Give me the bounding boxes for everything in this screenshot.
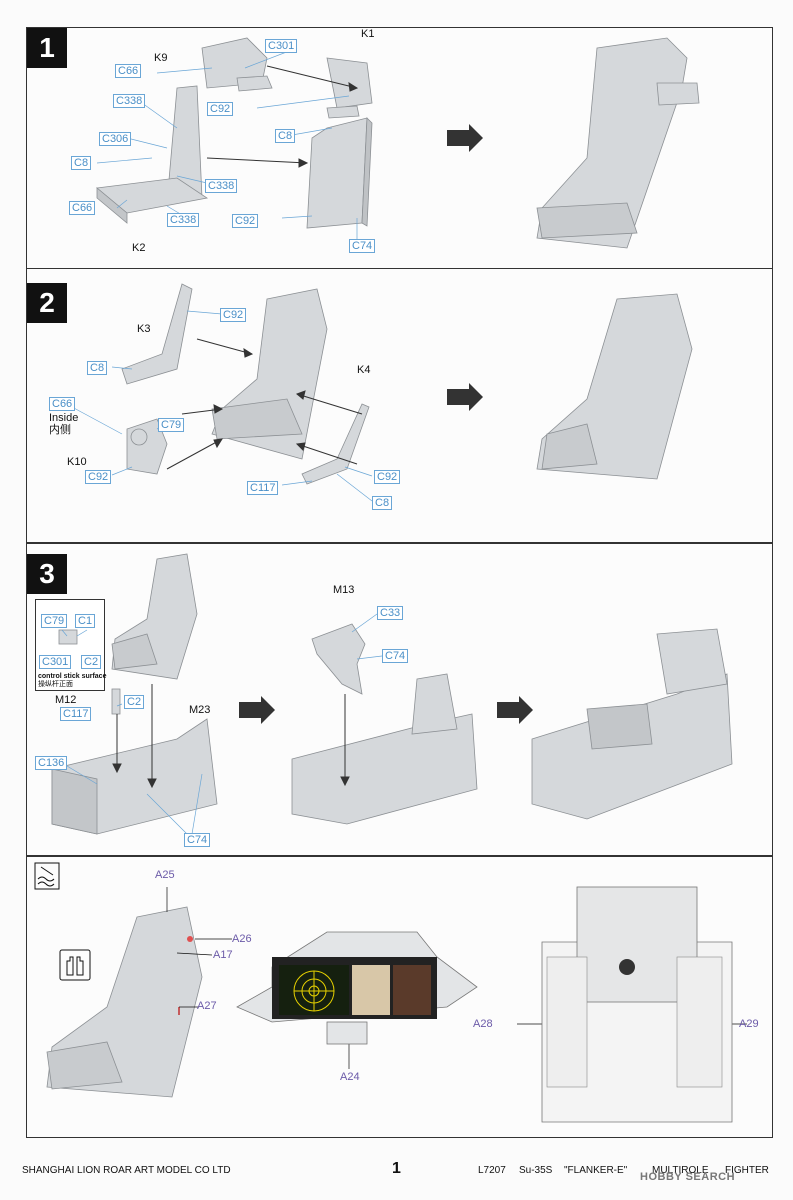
callout: C301	[39, 655, 72, 669]
instrument-panel	[236, 931, 478, 1045]
callout: C2	[124, 695, 145, 709]
step-2-drawing	[71, 283, 693, 502]
part-k4: K4	[357, 364, 371, 376]
decal-a28: A28	[473, 1018, 493, 1030]
inside-note: Inside	[49, 412, 79, 424]
part-m12: M12	[55, 694, 77, 706]
callout: C338	[113, 94, 146, 108]
footer-role2: FIGHTER	[725, 1165, 769, 1176]
callout: C92	[232, 214, 259, 228]
decal-panel: A25 A26 A17 A27 A24 A28 A29	[26, 856, 773, 1138]
footer-code: L7207	[478, 1165, 506, 1176]
callout: C338	[167, 213, 200, 227]
part-k2: K2	[132, 242, 146, 254]
callout: C92	[374, 470, 401, 484]
part-k10: K10	[67, 456, 87, 468]
callout: C2	[81, 655, 102, 669]
page-number: 1	[392, 1160, 401, 1177]
inside-note-cn: 内侧	[49, 424, 71, 436]
callout: C66	[49, 397, 76, 411]
water-decal-icon	[34, 862, 60, 890]
side-panel-right	[301, 403, 370, 485]
next-arrow	[447, 124, 483, 152]
step-1-panel: 1	[26, 27, 773, 269]
step-1-drawing	[96, 37, 700, 249]
next-arrow	[497, 696, 533, 724]
callout: C1	[75, 614, 96, 628]
part-m23: M23	[189, 704, 211, 716]
watermark: HOBBY SEARCH	[640, 1171, 736, 1183]
step-3-panel: 3	[26, 543, 773, 856]
callout: C66	[69, 201, 96, 215]
callout: C66	[115, 64, 142, 78]
decal-drawing	[34, 862, 747, 1123]
callout: C74	[184, 833, 211, 847]
assembled-seat	[536, 37, 688, 249]
side-consoles	[541, 886, 733, 1123]
callout: C338	[205, 179, 238, 193]
decal-a29: A29	[739, 1018, 759, 1030]
part-k3: K3	[137, 323, 151, 335]
callout: C74	[382, 649, 409, 663]
footer-name: "FLANKER-E"	[564, 1165, 628, 1176]
part-m13: M13	[333, 584, 355, 596]
hands-icon	[59, 949, 91, 981]
callout: C8	[275, 129, 296, 143]
control-stick-housing	[126, 418, 168, 475]
next-arrow	[239, 696, 275, 724]
step-number: 1	[27, 28, 67, 68]
headrest-part	[201, 37, 268, 89]
callout: C79	[158, 418, 185, 432]
callout: C136	[35, 756, 68, 770]
footer-company: SHANGHAI LION ROAR ART MODEL CO LTD	[22, 1165, 231, 1176]
decal-a24: A24	[340, 1071, 360, 1083]
decal-a26: A26	[232, 933, 252, 945]
footer-role: MULTIROLE	[652, 1165, 709, 1176]
callout: C117	[247, 481, 279, 495]
callout: C8	[87, 361, 108, 375]
control-stick-part	[58, 629, 78, 645]
decal-a27: A27	[197, 1000, 217, 1012]
callout: C92	[207, 102, 234, 116]
step-number: 3	[27, 554, 67, 594]
inset-note: control stick surface	[38, 673, 107, 680]
callout: C8	[372, 496, 393, 510]
callout: C306	[99, 132, 132, 146]
callout: C74	[349, 239, 376, 253]
callout: C92	[85, 470, 112, 484]
step-3-drawing	[51, 553, 733, 835]
stick-part	[111, 688, 121, 715]
callout: C301	[265, 39, 298, 53]
inset-note-cn: 操纵杆正面	[38, 681, 73, 688]
callout: C117	[60, 707, 92, 721]
callout: C92	[220, 308, 247, 322]
side-panel-left	[121, 283, 193, 385]
next-arrow	[447, 383, 483, 411]
step-number: 2	[27, 283, 67, 323]
step-2-panel: 2 K3 K4	[26, 268, 773, 543]
footer-model: Su-35S	[519, 1165, 553, 1176]
decal-a17: A17	[213, 949, 233, 961]
callout: C33	[377, 606, 404, 620]
part-k1: K1	[361, 28, 375, 40]
callout: C79	[41, 614, 68, 628]
callout: C8	[71, 156, 92, 170]
part-k9: K9	[154, 52, 168, 64]
decal-a25: A25	[155, 869, 175, 881]
